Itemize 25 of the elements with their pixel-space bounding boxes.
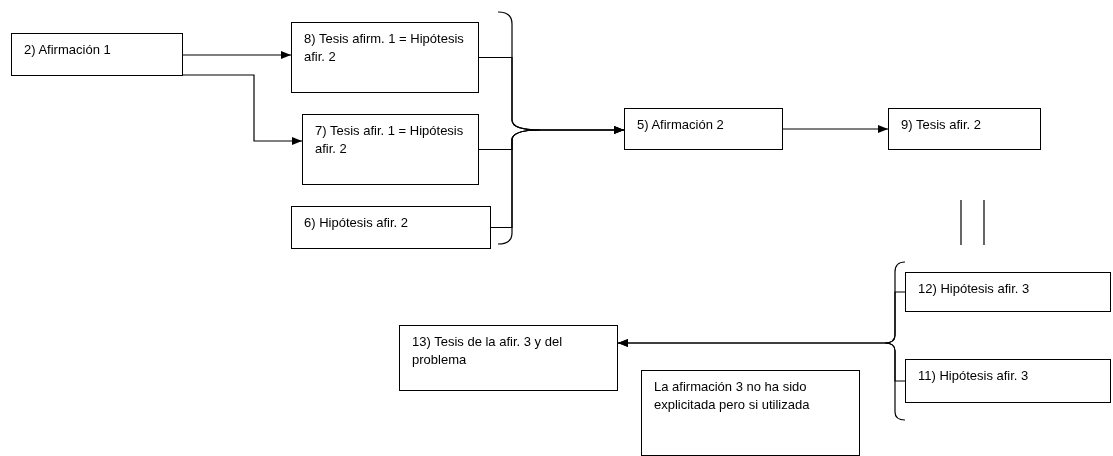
hypothesis-box xyxy=(905,272,1111,312)
thesis-box xyxy=(399,325,618,391)
arrow xyxy=(182,51,292,59)
thesis-box xyxy=(888,108,1041,150)
hypothesis-box xyxy=(905,359,1111,403)
thesis-box xyxy=(302,114,479,185)
box-text: 5) Afirmación 2 xyxy=(637,116,725,134)
box-text: 2) Afirmación 1 xyxy=(24,41,112,59)
box-text: 13) Tesis de la afir. 3 y del problema xyxy=(412,333,564,369)
arrow xyxy=(617,339,906,382)
statement-box xyxy=(624,108,783,150)
box-text: 9) Tesis afir. 2 xyxy=(901,116,982,134)
hypothesis-box xyxy=(291,206,491,249)
box-text: 11) Hipótesis afir. 3 xyxy=(918,367,1030,385)
thesis-box xyxy=(291,22,479,93)
statement-box xyxy=(11,33,183,76)
box-text: 7) Tesis afir. 1 = Hipótesis afir. 2 xyxy=(315,122,465,158)
box-text: 6) Hipótesis afir. 2 xyxy=(304,214,410,232)
arrow xyxy=(182,74,303,145)
box-text: 8) Tesis afirm. 1 = Hipótesis afir. 2 xyxy=(304,30,465,66)
arrow xyxy=(490,126,625,229)
arrow xyxy=(782,125,889,133)
box-text: La afirmación 3 no ha sido explicitada pero si utilizada xyxy=(654,378,811,414)
box-text: 12) Hipótesis afir. 3 xyxy=(918,280,1031,298)
note-box xyxy=(641,370,860,456)
